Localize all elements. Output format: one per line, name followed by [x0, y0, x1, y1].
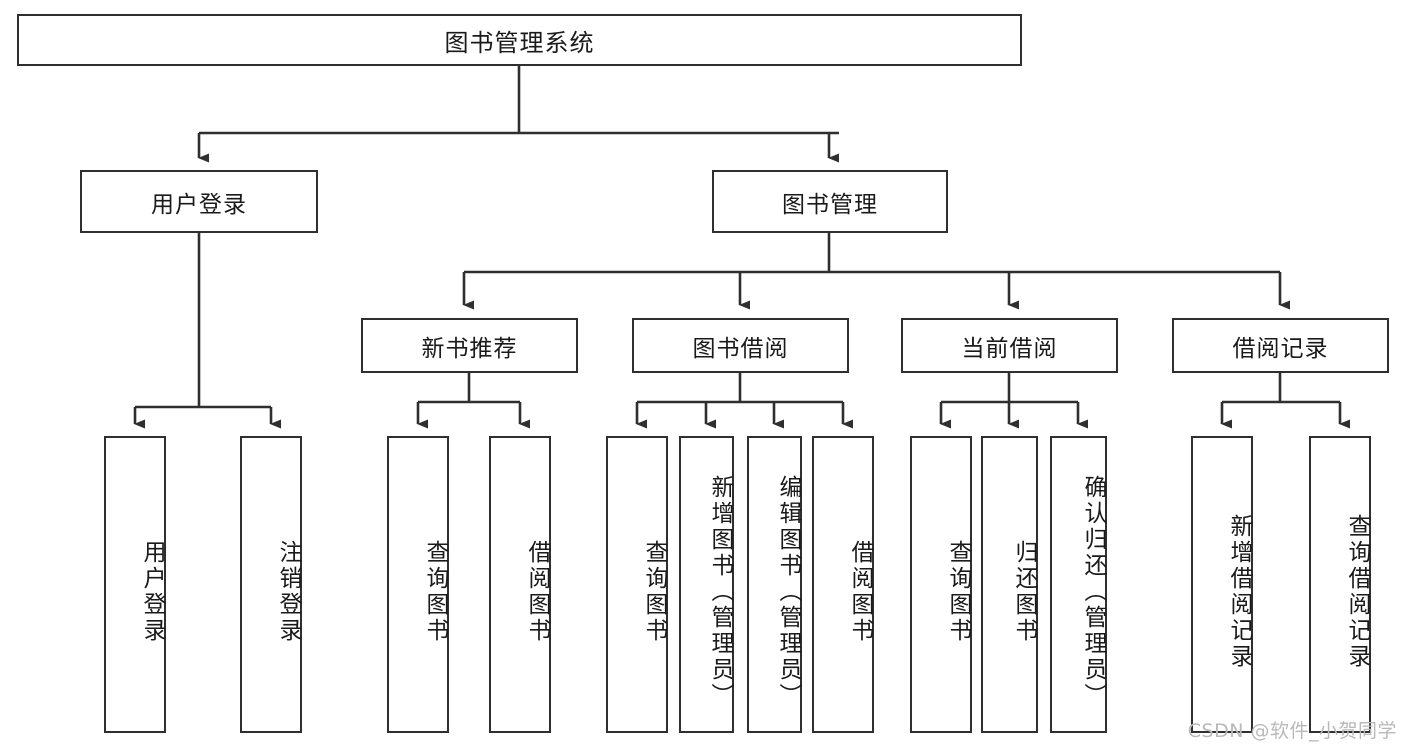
leaf-current-query-book[interactable]: 查询图书 [910, 436, 972, 733]
node-root-system[interactable]: 图书管理系统 [17, 14, 1022, 66]
leaf-record-add-record[interactable]: 新增借阅记录 [1191, 436, 1253, 733]
leaf-newbook-query-book[interactable]: 查询图书 [387, 436, 449, 733]
leaf-borrow-edit-book-admin[interactable]: 编辑图书（管理员） [747, 436, 802, 733]
node-user-login[interactable]: 用户登录 [80, 170, 318, 233]
node-new-book-recommend[interactable]: 新书推荐 [361, 318, 578, 373]
leaf-record-query-record[interactable]: 查询借阅记录 [1309, 436, 1371, 733]
leaf-borrow-borrow-book[interactable]: 借阅图书 [812, 436, 874, 733]
node-book-management[interactable]: 图书管理 [712, 170, 948, 233]
leaf-user-logout[interactable]: 注销登录 [240, 436, 302, 733]
leaf-borrow-add-book-admin[interactable]: 新增图书（管理员） [679, 436, 734, 733]
node-current-borrow[interactable]: 当前借阅 [901, 318, 1118, 373]
node-book-borrow[interactable]: 图书借阅 [632, 318, 849, 373]
csdn-watermark: CSDN @软件_小贺同学 [1187, 720, 1397, 742]
leaf-borrow-query-book[interactable]: 查询图书 [606, 436, 668, 733]
leaf-newbook-borrow-book[interactable]: 借阅图书 [489, 436, 551, 733]
leaf-current-return-book[interactable]: 归还图书 [981, 436, 1038, 733]
leaf-user-login[interactable]: 用户登录 [104, 436, 166, 733]
leaf-current-confirm-return-admin[interactable]: 确认归还（管理员） [1050, 436, 1107, 733]
node-borrow-record[interactable]: 借阅记录 [1172, 318, 1389, 373]
